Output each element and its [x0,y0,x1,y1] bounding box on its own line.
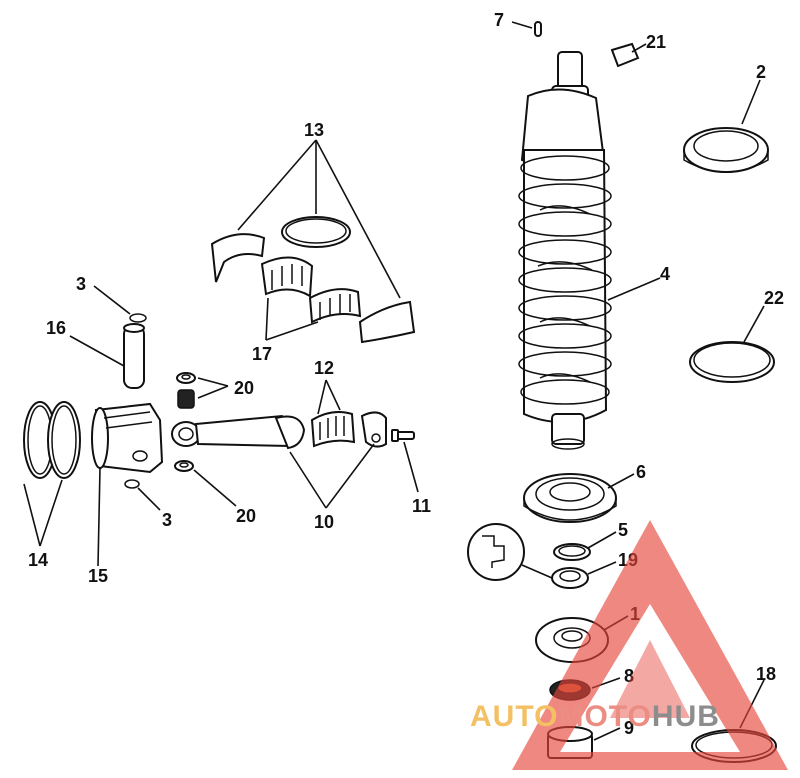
callout-11: 11 [412,496,431,516]
callout-4: 4 [660,264,670,284]
watermark-hub: HUB [652,700,720,733]
callout-14: 14 [28,550,48,570]
callout-21: 21 [646,32,666,52]
snap-ring-5 [553,543,591,561]
piston-rings-14 [23,401,81,479]
callout-12: 12 [314,358,334,378]
callout-22: 22 [764,288,784,308]
needle-bearing-17b [308,288,362,324]
callout-15: 15 [88,566,108,586]
washer-20-bottom [174,460,194,472]
callout-18: 18 [756,664,776,684]
watermark-moto: MOTO [558,700,651,733]
watermark-auto: AUTO [470,700,558,733]
piston-15 [91,402,164,474]
piston-pin-16 [123,323,145,389]
crankshaft [518,51,612,450]
callout-10: 10 [314,512,334,532]
seal-detail-inset [467,523,553,581]
callout-16: 16 [46,318,66,338]
callout-labels: 7 21 2 13 4 3 22 16 17 12 20 6 11 20 3 1… [28,10,784,738]
callout-3-bottom: 3 [162,510,172,530]
clip-3-bottom [124,479,140,489]
ball-bearing-6 [523,473,617,523]
svg-text:AUTOMOTOHUB: AUTOMOTOHUB [470,700,720,733]
seal-ring-2 [683,127,769,173]
callout-7: 7 [494,10,504,30]
clip-3-top [129,313,147,323]
callout-17: 17 [252,344,272,364]
seal-19 [551,567,589,589]
o-ring-22 [689,341,775,383]
callout-20-bottom: 20 [236,506,256,526]
leader-lines [23,21,765,741]
bearing-half-13-right [358,300,416,344]
callout-5: 5 [618,520,628,540]
retaining-ring-13 [281,216,351,248]
callout-9: 9 [624,718,634,738]
bearing-cage-12 [310,411,356,448]
rod-cap-10 [360,411,387,448]
callout-6: 6 [636,462,646,482]
bearing-half-13-left [210,233,266,283]
watermark-triangle-logo [512,520,788,770]
automotohub-watermark: AUTOMOTOHUB [470,520,788,770]
needle-bearing-17a [260,256,314,298]
callout-13: 13 [304,120,324,140]
key-21 [610,42,640,68]
screw-11 [391,429,415,442]
pin-7 [534,21,542,37]
crankshaft-journals [518,155,612,405]
callout-3-top: 3 [76,274,86,294]
connecting-rod-10 [171,414,306,450]
needle-cage-20 [177,389,195,409]
callout-2: 2 [756,62,766,82]
washer-20-top [176,372,196,384]
callout-20-top: 20 [234,378,254,398]
callout-8: 8 [624,666,634,686]
